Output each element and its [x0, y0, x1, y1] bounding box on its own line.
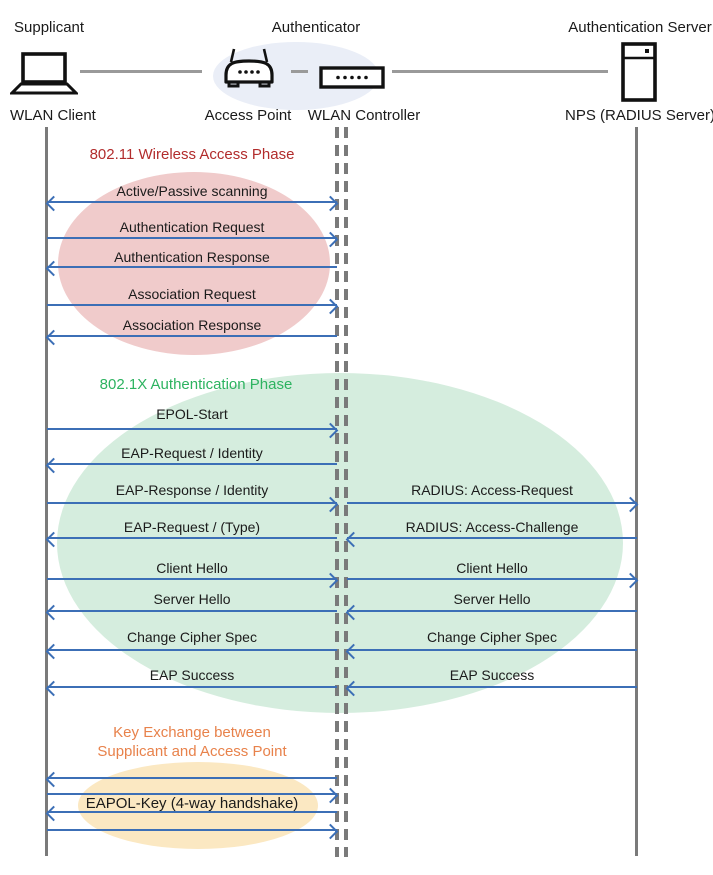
arrow-radius-access-request [347, 502, 637, 504]
arrow-active-passive-scanning [47, 201, 337, 203]
arrow-epol-start [47, 428, 337, 430]
access-point-icon [219, 46, 279, 96]
lifeline-dashed-2 [344, 127, 348, 857]
label-eap-success-left: EAP Success [149, 667, 235, 683]
role-authentication-server: Authentication Server [568, 19, 712, 36]
label-change-cipher-spec-left: Change Cipher Spec [127, 629, 257, 645]
label-association-request: Association Request [128, 286, 256, 302]
label-server-hello-left: Server Hello [153, 591, 231, 607]
arrow-authentication-request [47, 237, 337, 239]
arrow-server-hello-left [47, 610, 337, 612]
label-radius-access-challenge: RADIUS: Access-Challenge [405, 519, 579, 535]
server-icon [621, 42, 657, 102]
label-change-cipher-spec-right: Change Cipher Spec [427, 629, 557, 645]
label-eap-success-right: EAP Success [449, 667, 535, 683]
arrow-eap-success-left [47, 686, 337, 688]
arrow-radius-access-challenge [347, 537, 637, 539]
label-eap-response-identity: EAP-Response / Identity [115, 482, 269, 498]
label-radius-access-request: RADIUS: Access-Request [411, 482, 573, 498]
arrow-association-response [47, 335, 337, 337]
label-eapol-key: EAPOL-Key (4-way handshake) [85, 795, 299, 812]
arrow-eap-success-right [347, 686, 637, 688]
label-client-hello-right: Client Hello [456, 560, 528, 576]
phase2-ellipse [57, 373, 623, 713]
arrow-key-exchange-1 [47, 777, 337, 779]
connector-controller-server [392, 70, 608, 73]
laptop-icon [10, 52, 78, 98]
arrow-client-hello-left [47, 578, 337, 580]
lifeline-nps [635, 127, 638, 856]
connector-ap-controller [291, 70, 308, 73]
label-client-hello-left: Client Hello [156, 560, 228, 576]
label-eap-request-identity: EAP-Request / Identity [121, 445, 263, 461]
label-eap-request-type: EAP-Request / (Type) [123, 519, 261, 535]
label-active-passive-scanning: Active/Passive scanning [116, 183, 268, 199]
phase2-title: 802.1X Authentication Phase [99, 376, 293, 393]
arrow-association-request [47, 304, 337, 306]
role-supplicant: Supplicant [14, 19, 85, 36]
lifeline-dashed-1 [335, 127, 339, 857]
device-label-wlan-client: WLAN Client [10, 107, 96, 124]
wlan-controller-icon [319, 66, 385, 89]
label-server-hello-right: Server Hello [453, 591, 531, 607]
device-label-access-point: Access Point [204, 107, 292, 124]
arrow-eap-request-identity [47, 463, 337, 465]
arrow-server-hello-right [347, 610, 637, 612]
role-authenticator: Authenticator [271, 19, 361, 36]
arrow-client-hello-right [347, 578, 637, 580]
lifeline-wlan-client [45, 127, 48, 856]
arrow-key-exchange-4 [47, 829, 337, 831]
phase3-title: Key Exchange between Supplicant and Acce… [97, 723, 286, 761]
phase3-title-line2: Supplicant and Access Point [97, 743, 287, 760]
device-label-wlan-controller: WLAN Controller [307, 107, 421, 124]
label-authentication-response: Authentication Response [114, 249, 270, 265]
phase3-title-line1: Key Exchange between [113, 724, 271, 741]
arrow-key-exchange-3 [47, 811, 337, 813]
device-label-nps: NPS (RADIUS Server) [564, 107, 713, 124]
arrow-eap-response-identity [47, 502, 337, 504]
arrow-authentication-response [47, 266, 337, 268]
label-authentication-request: Authentication Request [119, 219, 265, 235]
phase1-title: 802.11 Wireless Access Phase [89, 146, 295, 163]
label-epol-start: EPOL-Start [156, 406, 228, 422]
arrow-change-cipher-spec-left [47, 649, 337, 651]
label-association-response: Association Response [122, 317, 262, 333]
connector-client-ap [80, 70, 202, 73]
arrow-change-cipher-spec-right [347, 649, 637, 651]
arrow-eap-request-type [47, 537, 337, 539]
arrow-key-exchange-2 [47, 793, 337, 795]
